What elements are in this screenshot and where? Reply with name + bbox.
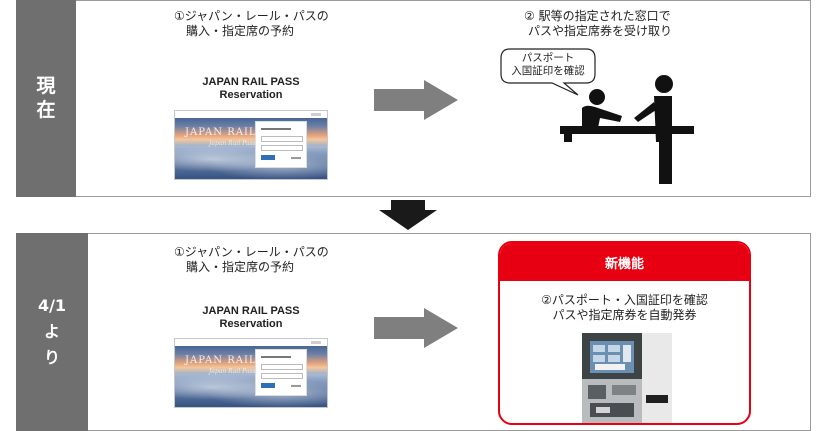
new-feature-heading: 新機能 <box>500 243 749 281</box>
current-site-logo-sub: Japan Rail Pass Reservation <box>209 140 294 147</box>
future-site-title-line2: Reservation <box>219 318 283 330</box>
bubble-text: パスポート 入国証印を確認 <box>500 52 596 78</box>
current-label-line1: 現 <box>36 74 56 97</box>
future-label-line1: 4/1 <box>37 296 67 315</box>
right-arrow-icon <box>374 308 458 348</box>
down-arrow-icon <box>379 200 437 230</box>
current-site-title-line2: Reservation <box>219 89 283 101</box>
new-feature-box: 新機能 ②パスポート・入国証印を確認 パスや指定席券を自動発券 <box>498 241 751 425</box>
future-step1-line1: ①ジャパン・レール・パスの <box>174 245 329 259</box>
future-label-line3: り <box>43 348 60 367</box>
future-step2-line2: パスや指定席券を自動発券 <box>552 308 697 322</box>
current-reservation-screenshot: JAPAN RAIL PASS Japan Rail Pass Reservat… <box>174 110 328 180</box>
current-step2-line1: ② 駅等の指定された窓口で <box>524 9 671 23</box>
future-step2-text: ②パスポート・入国証印を確認 パスや指定席券を自動発券 <box>500 293 749 323</box>
future-site-logo-sub: Japan Rail Pass Reservation <box>209 368 294 375</box>
future-site-title: JAPAN RAIL PASS Reservation <box>174 305 328 331</box>
current-label-line2: 在 <box>36 98 56 121</box>
future-reservation-screenshot: JAPAN RAIL PASS Japan Rail Pass Reservat… <box>174 338 328 408</box>
future-label-line2: よ <box>43 322 60 341</box>
ticket-machine-icon <box>582 333 672 423</box>
current-step2-line2: パスや指定席券を受け取り <box>528 24 673 38</box>
right-arrow-icon <box>374 80 458 120</box>
current-site-title: JAPAN RAIL PASS Reservation <box>174 76 328 102</box>
future-step1-line2: 購入・指定席の予約 <box>186 260 295 274</box>
current-site-title-line1: JAPAN RAIL PASS <box>202 76 300 88</box>
current-step2-text: ② 駅等の指定された窓口で パスや指定席券を受け取り <box>524 9 672 39</box>
current-step1-line1: ①ジャパン・レール・パスの <box>174 9 329 23</box>
bubble-line1: パスポート <box>521 52 575 64</box>
current-step1-line2: 購入・指定席の予約 <box>186 24 295 38</box>
current-step1-text: ①ジャパン・レール・パスの 購入・指定席の予約 <box>174 9 329 39</box>
future-step1-text: ①ジャパン・レール・パスの 購入・指定席の予約 <box>174 245 329 275</box>
current-label: 現 在 <box>16 0 76 197</box>
future-site-title-line1: JAPAN RAIL PASS <box>202 305 300 317</box>
future-step2-line1: ②パスポート・入国証印を確認 <box>541 293 708 307</box>
current-site-logo: JAPAN RAIL PASS <box>185 127 292 138</box>
future-label: 4/1 よ り <box>16 233 88 431</box>
ticket-counter-scene-icon <box>560 75 694 184</box>
future-site-logo: JAPAN RAIL PASS <box>185 355 292 366</box>
bubble-line2: 入国証印を確認 <box>511 65 585 77</box>
speech-bubble-shape <box>500 48 596 96</box>
